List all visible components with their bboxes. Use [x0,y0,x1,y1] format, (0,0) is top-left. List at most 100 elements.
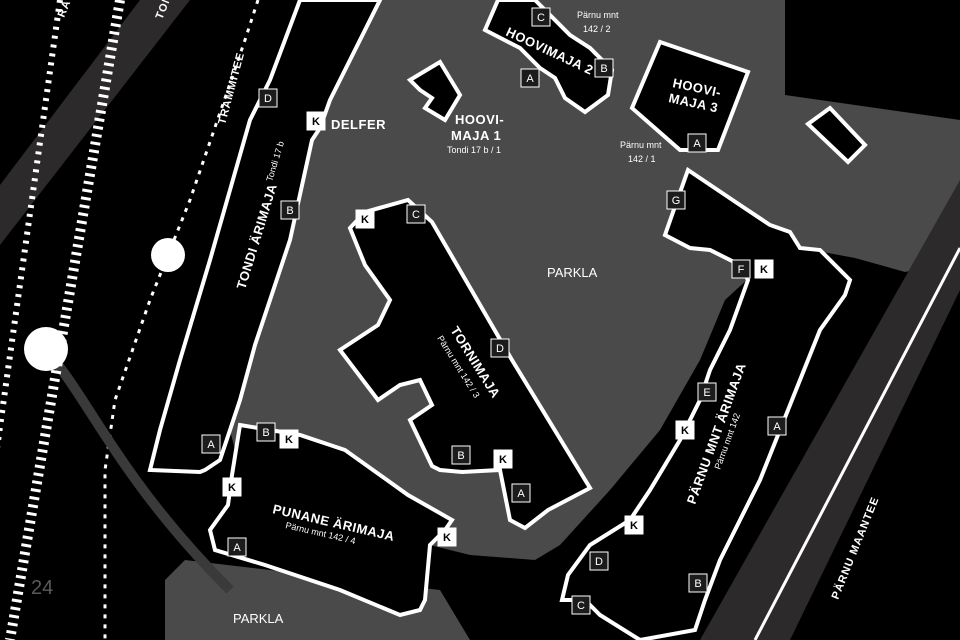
entrance-box [688,573,708,593]
entrance-box [520,68,540,88]
entrance-box [201,434,221,454]
label-delfer: DELFER [331,117,386,132]
label-hoovimaja1-line2: MAJA 1 [451,128,501,143]
entrance-marker-hoovi2-b: B [594,58,614,78]
road-left-upper [0,0,190,245]
road-label-ra: RA [56,0,74,19]
stop-markers [24,238,185,371]
entrance-box [666,190,686,210]
entrance-label: B [262,427,269,439]
entrance-marker-parnu-g: G [666,190,686,210]
entrance-label: B [457,450,464,462]
entrance-label: D [496,343,504,355]
label-hoovimaja2-address-1: Pärnu mnt [577,10,619,20]
entrance-box [493,449,513,469]
entrance-marker-hoovi2-c: C [531,7,551,27]
entrance-marker-punane-k1: K [279,429,299,449]
entrance-box [451,445,471,465]
entrance-label: K [760,264,768,276]
entrance-label: A [207,439,215,451]
building-hoovimaja2 [482,0,615,115]
entrance-box [406,204,426,224]
entrance-marker-tondi-d: D [258,88,278,108]
entrance-label: A [693,138,701,150]
entrance-marker-punane-k2: K [222,477,242,497]
entrance-box [227,537,247,557]
entrance-box [306,111,326,131]
label-parkla-center: PARKLA [547,265,598,280]
label-hoovimaja1-line1: HOOVI- [455,112,504,127]
entrance-marker-parnu-b: B [688,573,708,593]
entrance-box [222,477,242,497]
entrance-label: K [443,532,451,544]
entrance-label: B [286,205,293,217]
entrance-box [687,133,707,153]
label-hoovimaja3-address-2: 142 / 1 [628,154,656,164]
entrance-label: K [312,116,320,128]
entrance-box [731,259,751,279]
entrance-label: C [412,209,420,221]
road-label-trammitee: TRAMMITEE [216,51,247,126]
entrance-box [571,595,591,615]
entrance-label: E [703,387,710,399]
entrance-marker-torni-d: D [490,338,510,358]
area-labels: PARKLA PARKLA [233,265,598,626]
entrance-marker-torni-k: K [355,209,375,229]
entrance-label: D [264,93,272,105]
entrance-label: K [681,425,689,437]
entrance-box [511,483,531,503]
entrance-label: K [285,434,293,446]
entrance-box [624,515,644,535]
entrance-label: C [577,600,585,612]
entrance-box [280,200,300,220]
stop-circle-lower [24,327,68,371]
entrance-marker-hoovi2-a: A [520,68,540,88]
building-small-east [804,105,868,165]
entrance-label: A [526,73,534,85]
entrance-label: K [361,214,369,226]
entrance-label: B [600,63,607,75]
entrance-marker-parnu-c: C [571,595,591,615]
building-hoovimaja1 [406,59,463,123]
entrance-marker-parnu-k3: K [624,515,644,535]
entrance-box [258,88,278,108]
building-tornimaja [337,197,593,531]
entrance-box [355,209,375,229]
entrance-box [531,7,551,27]
entrance-marker-punane-k3: K [437,527,457,547]
entrance-label: D [595,556,603,568]
label-parkla-bottom: PARKLA [233,611,284,626]
entrance-marker-tondi-k: K [306,111,326,131]
label-hoovimaja2-address-2: 142 / 2 [583,24,611,34]
page-number: 24 [31,577,53,599]
entrance-label: K [228,482,236,494]
entrance-box [437,527,457,547]
railway-tracks [0,0,125,640]
entrance-marker-parnu-d: D [589,551,609,571]
entrance-box [767,416,787,436]
entrance-label: K [630,520,638,532]
entrance-label: A [773,421,781,433]
entrance-marker-parnu-e: E [697,382,717,402]
label-hoovimaja3-address-1: Pärnu mnt [620,140,662,150]
entrance-marker-tondi-b: B [280,200,300,220]
entrance-label: A [517,488,525,500]
entrance-box [675,420,695,440]
entrance-box [697,382,717,402]
entrance-marker-torni-a: A [511,483,531,503]
entrance-marker-torni-k2: K [493,449,513,469]
building-punane-arimaja [207,422,455,618]
entrance-box [490,338,510,358]
entrance-label: A [233,542,241,554]
entrance-box [256,422,276,442]
entrance-label: K [499,454,507,466]
entrance-marker-torni-b: B [451,445,471,465]
entrance-marker-parnu-a: A [767,416,787,436]
entrance-marker-hoovi3-a: A [687,133,707,153]
road-parnu-maantee [700,180,960,640]
entrance-box [594,58,614,78]
entrance-label: F [738,264,745,276]
label-hoovimaja1-address: Tondi 17 b / 1 [447,145,501,155]
entrance-marker-torni-c: C [406,204,426,224]
entrance-marker-punane-a: A [227,537,247,557]
